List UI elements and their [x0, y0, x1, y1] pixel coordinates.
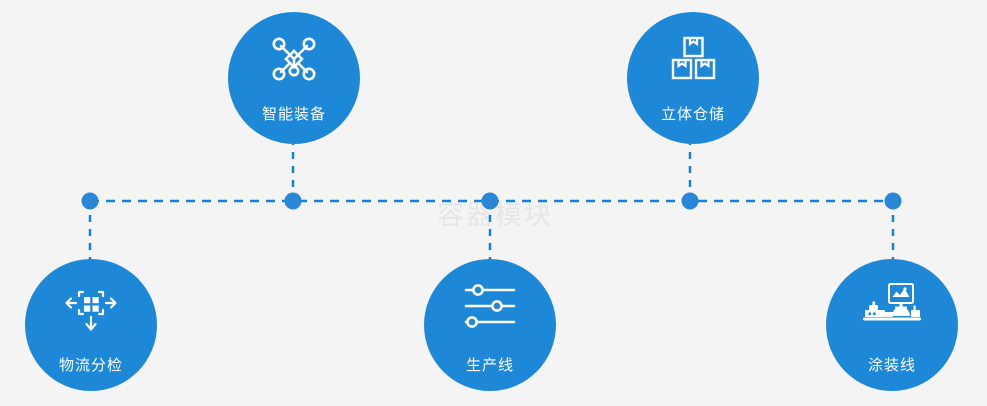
dot-stereoscopic-warehouse — [681, 192, 699, 210]
node-label-intelligent-equipment: 智能装备 — [261, 106, 326, 123]
dot-painting-line — [884, 192, 902, 210]
factory-monitor-icon — [861, 283, 923, 332]
dot-intelligent-equipment — [284, 192, 302, 210]
node-label-painting-line: 涂装线 — [867, 357, 916, 374]
node-production-line[interactable]: 生产线 — [424, 259, 556, 391]
node-label-logistics-sorting: 物流分检 — [58, 357, 123, 374]
sliders-icon — [461, 283, 519, 334]
node-label-stereoscopic-warehouse: 立体仓储 — [660, 106, 725, 123]
node-logistics-sorting[interactable]: 物流分检 — [25, 259, 157, 391]
node-stereoscopic-warehouse[interactable]: 立体仓储 — [627, 12, 759, 144]
dot-production-line — [481, 192, 499, 210]
stacked-boxes-icon — [667, 34, 719, 89]
sorting-arrows-icon — [62, 279, 120, 340]
node-intelligent-equipment[interactable]: 智能装备 — [228, 12, 360, 144]
node-painting-line[interactable]: 涂装线 — [826, 259, 958, 391]
network-nodes-icon — [268, 34, 320, 89]
dot-logistics-sorting — [81, 192, 99, 210]
node-label-production-line: 生产线 — [465, 357, 514, 374]
